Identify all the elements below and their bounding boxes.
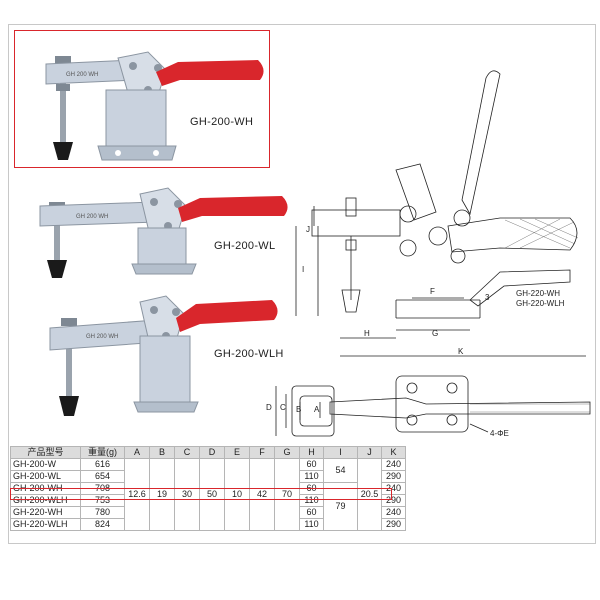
col-J: J [357,446,382,459]
table-row[interactable]: GH-200-WL 654 110 290 [10,470,406,483]
link-plate [395,163,437,221]
col-K: K [381,446,406,459]
dim-C: C [280,403,286,412]
col-model: 产品型号 [10,446,81,459]
dim-B: B [296,405,301,414]
dim-D: D [266,403,272,412]
col-A: A [124,446,150,459]
dim-A: A [314,405,320,414]
spindle-top [345,197,357,217]
product-label-gh-200-wh: GH-200-WH [190,116,254,128]
variant-label-wh: GH-220-WH [516,289,560,298]
table-row[interactable]: GH-220-WLH 824 110 290 [10,518,406,531]
dim-K: K [458,347,464,356]
dim-G: G [432,329,438,338]
col-C: C [174,446,200,459]
clamp-marking-wlh: GH 200 WH [86,334,118,340]
handle-grip [156,60,264,86]
dim-hole: 4-ΦE [490,429,509,438]
product-label-gh-200-wl: GH-200-WL [214,240,276,252]
col-H: H [299,446,324,459]
col-F: F [249,446,275,459]
spec-table: 产品型号 重量(g) A B C D E F G H I J K GH-200-… [10,446,406,531]
dim-J: J [306,225,310,234]
dim-I: I [302,265,304,274]
selected-product-box[interactable] [14,30,270,168]
clamp-photo-gh-200-wh: GH 200 WH [45,51,264,161]
table-row[interactable]: GH-200-WLH 753 110 290 [10,494,406,507]
handle-grip-wl [178,196,288,222]
clamp-marking: GH 200 WH [66,72,98,78]
col-D: D [199,446,225,459]
dim-F: F [430,287,435,296]
catalog-frame [8,24,596,544]
rubber-tip [341,289,361,313]
dim-3: 3 [485,293,490,302]
variant-label-wlh: GH-220-WLH [516,299,565,308]
dim-H: H [364,329,370,338]
handle-alt-position [469,269,571,307]
clamp-marking-wl: GH 200 WH [76,214,108,220]
handle-raised-outline [461,70,501,216]
clamp-photo-gh-200-wlh: GH 200 WH [49,295,278,416]
product-label-gh-200-wlh: GH-200-WLH [214,348,284,360]
col-G: G [274,446,300,459]
col-E: E [224,446,250,459]
table-header-row: 产品型号 重量(g) A B C D E F G H I J K [10,446,406,459]
handle-lowered [447,217,578,253]
clamp-photo-gh-200-wl: GH 200 WH [39,187,288,278]
col-B: B [149,446,175,459]
col-I: I [323,446,358,459]
table-row[interactable]: GH-200-W 616 12.6 19 30 50 10 42 70 60 5… [10,458,406,531]
col-weight: 重量(g) [80,446,125,459]
handle-grip-wlh [176,300,278,332]
